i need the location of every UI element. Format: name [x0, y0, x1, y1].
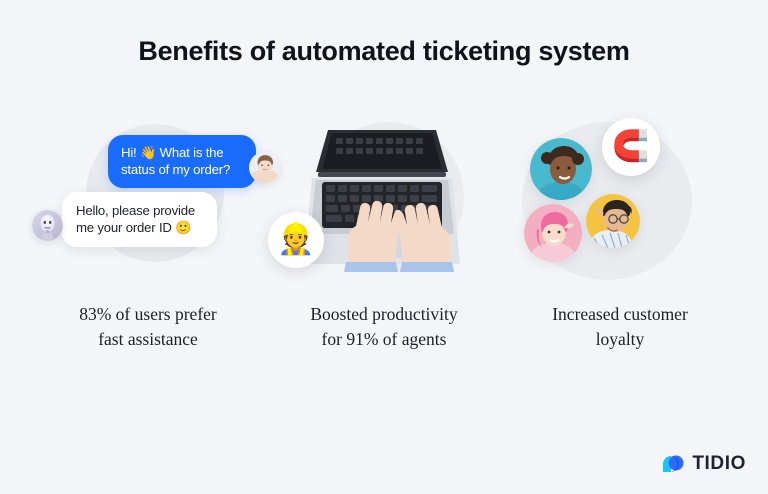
customer-avatar-image: [249, 152, 280, 183]
benefit-column-fast-assistance: Hi! 👋 What is the status of my order? He…: [30, 108, 280, 352]
customer-avatar-yellow: [586, 194, 640, 248]
chat-bubble-customer-line1: Hi! 👋 What is the: [121, 145, 224, 160]
customer-avatar-teal: [530, 138, 592, 200]
chat-illustration: Hi! 👋 What is the status of my order? He…: [30, 108, 280, 286]
laptop-image: [304, 130, 460, 272]
bot-avatar-image: [32, 210, 63, 241]
tidio-logo-text: TIDIO: [692, 453, 746, 474]
bot-avatar: [32, 210, 63, 241]
caption-line-2: loyalty: [595, 329, 645, 349]
customer-avatar-pink-image: [524, 204, 582, 262]
laptop-illustration: 👷: [266, 108, 502, 286]
chat-bubble-bot: Hello, please provide me your order ID 🙂: [62, 192, 217, 247]
tidio-logo: TIDIO: [661, 452, 746, 476]
chat-bubble-customer-line2: status of my order?: [121, 162, 231, 177]
customer-avatar-pink: [524, 204, 582, 262]
benefit-column-boosted-productivity: 👷 Boosted productivity for 91% of agents: [266, 108, 502, 352]
benefit-column-customer-loyalty: 🧲 Increased customer loyalty: [502, 108, 738, 352]
benefit-caption-customer-loyalty: Increased customer loyalty: [502, 302, 738, 352]
tidio-logo-mark-icon: [663, 455, 684, 472]
caption-line-2: fast assistance: [98, 329, 198, 349]
customer-avatar-teal-image: [530, 138, 592, 200]
benefits-columns: Hi! 👋 What is the status of my order? He…: [30, 108, 738, 352]
tidio-logo-mark: [661, 452, 685, 476]
construction-worker-emoji-badge: 👷: [268, 212, 324, 268]
benefit-caption-boosted-productivity: Boosted productivity for 91% of agents: [266, 302, 502, 352]
caption-line-1: Increased customer: [552, 304, 688, 324]
construction-worker-emoji: 👷: [277, 222, 315, 257]
customer-avatar-yellow-image: [586, 194, 640, 248]
chat-bubble-bot-line2: me your order ID 🙂: [76, 220, 192, 235]
chat-bubble-customer: Hi! 👋 What is the status of my order?: [108, 135, 256, 188]
caption-line-1: 83% of users prefer: [79, 304, 217, 324]
chat-bubble-bot-line1: Hello, please provide: [76, 203, 195, 218]
caption-line-1: Boosted productivity: [310, 304, 458, 324]
customers-illustration: 🧲: [502, 108, 738, 286]
page-title: Benefits of automated ticketing system: [138, 36, 630, 66]
magnet-emoji-badge: 🧲: [602, 118, 660, 176]
magnet-emoji: 🧲: [612, 129, 650, 164]
benefit-caption-fast-assistance: 83% of users prefer fast assistance: [30, 302, 266, 352]
caption-line-2: for 91% of agents: [321, 329, 447, 349]
laptop-with-hands: [298, 122, 466, 272]
customer-avatar: [249, 152, 280, 183]
